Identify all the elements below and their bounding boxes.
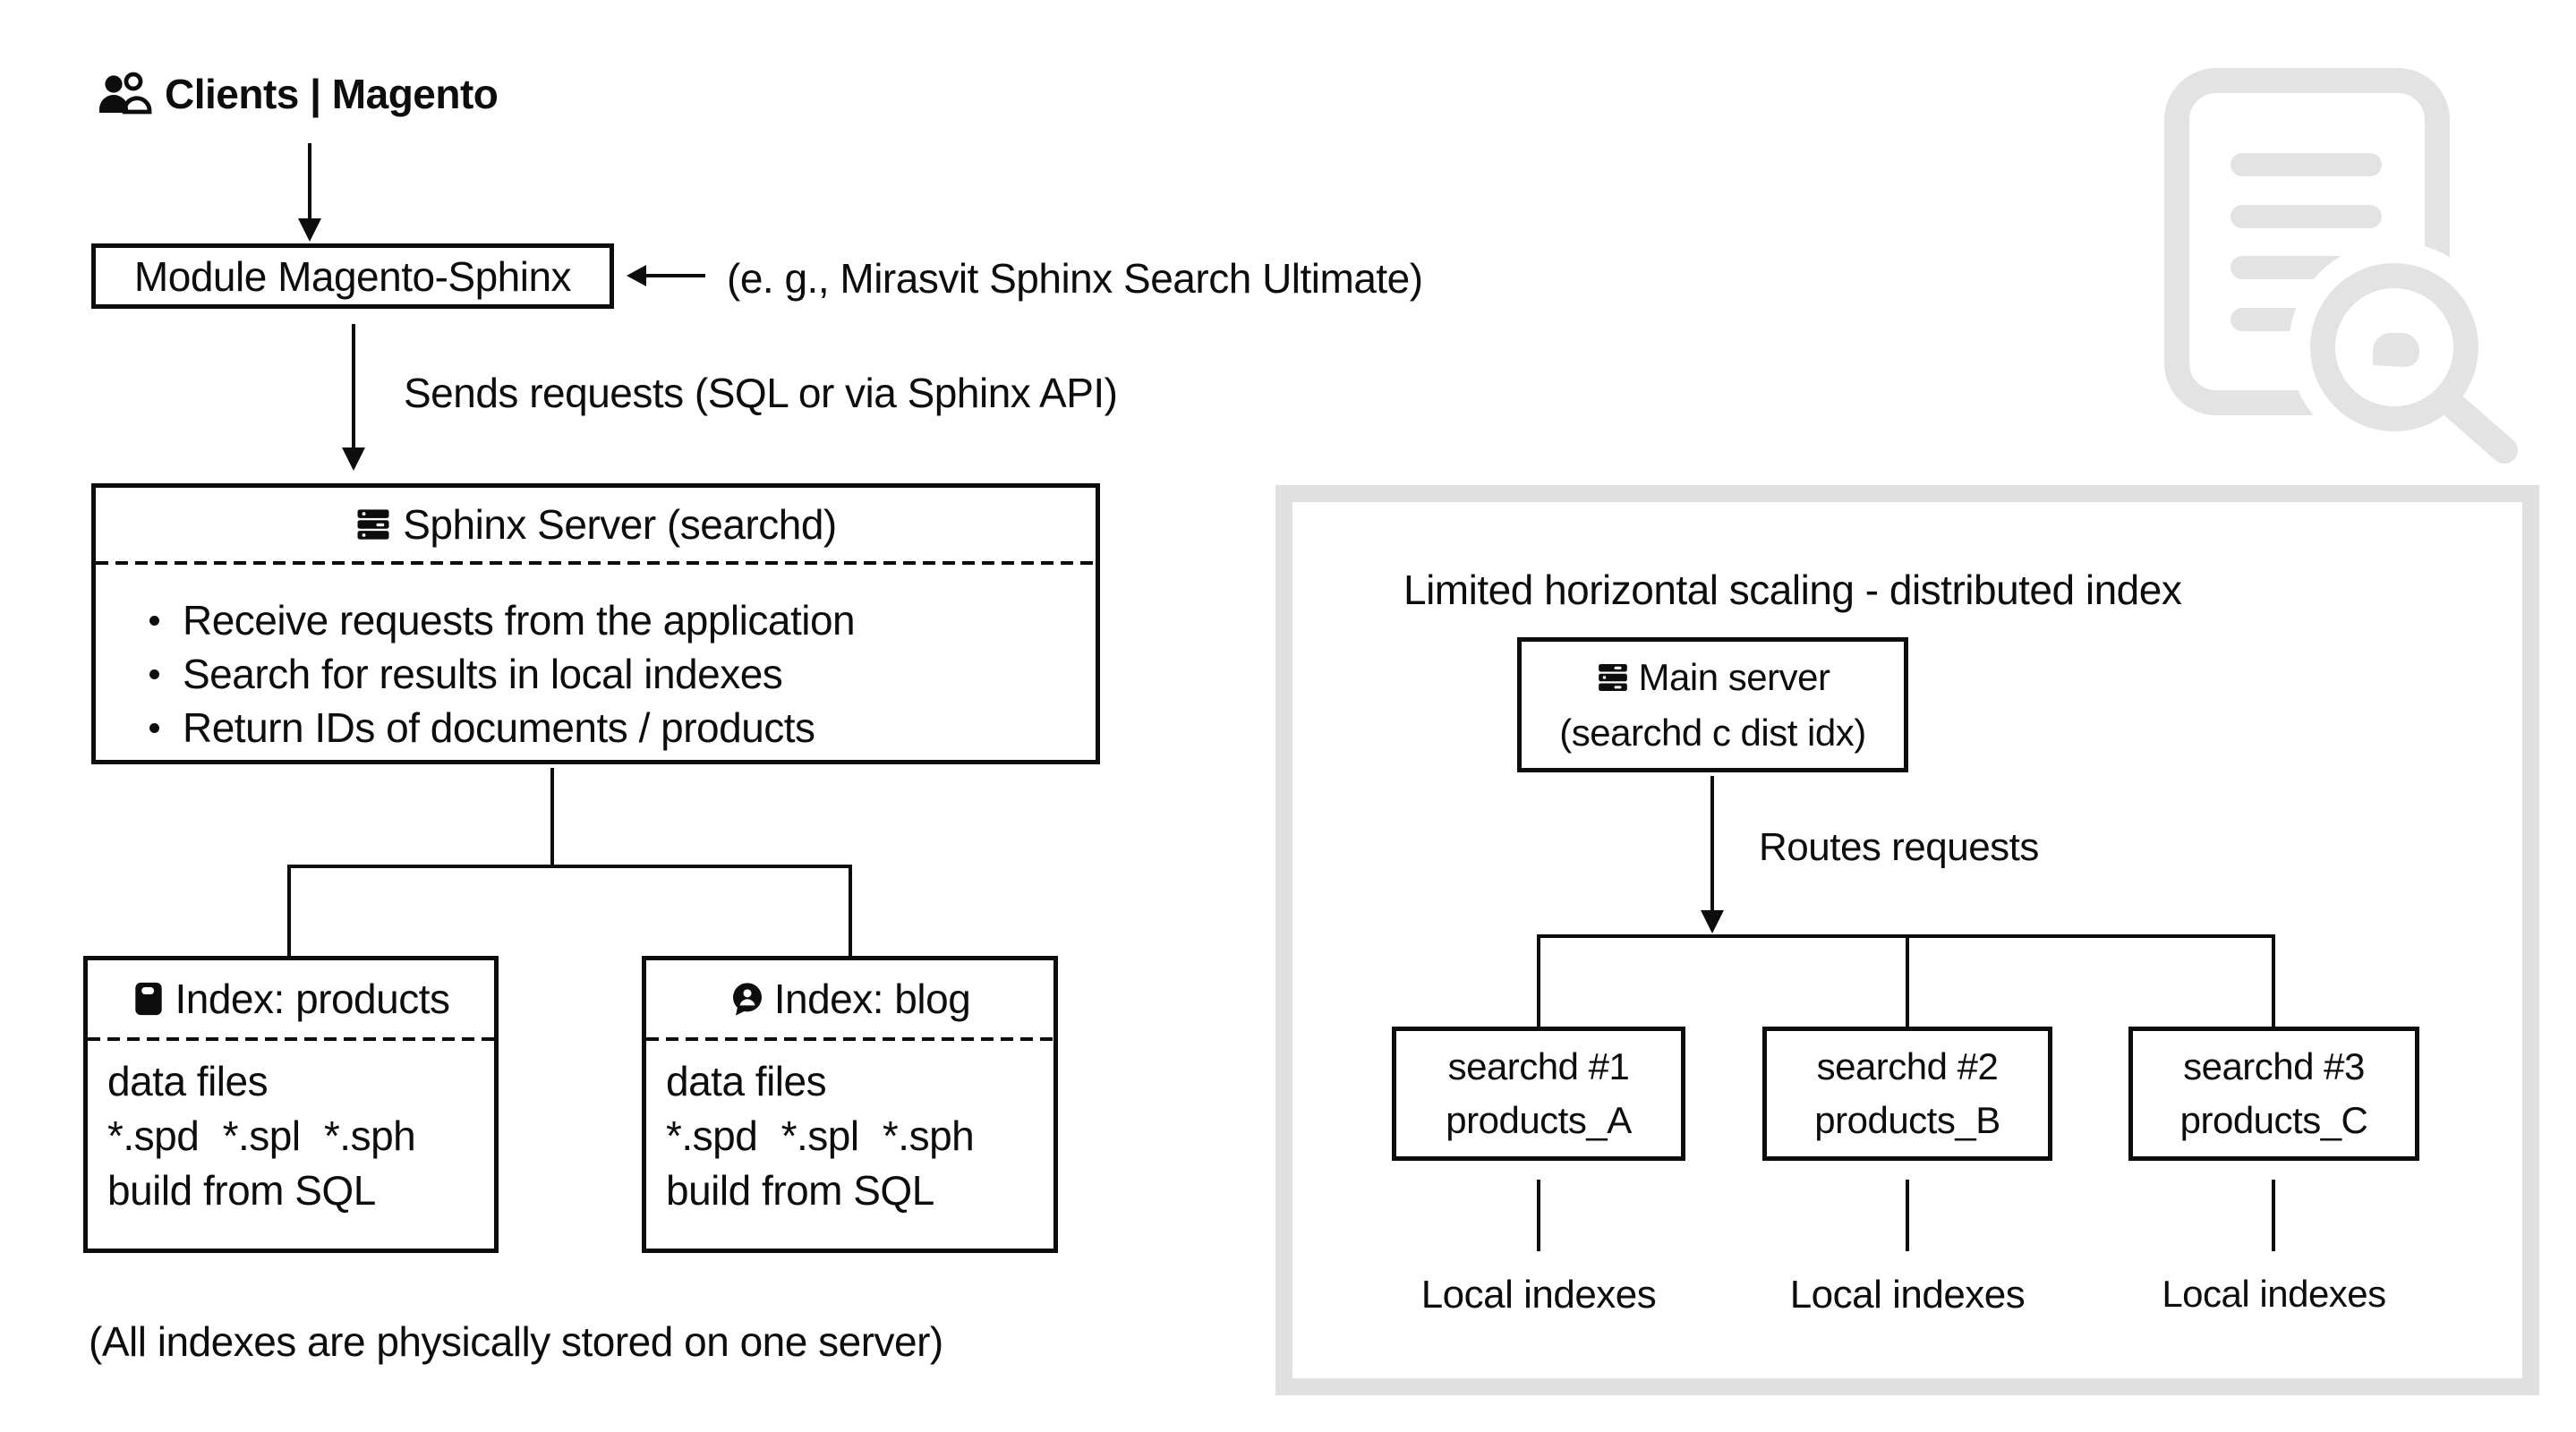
connector-main-stem <box>1710 776 1714 912</box>
index-blog-build: build from SQL <box>666 1166 934 1214</box>
index-blog-files: *.spd *.spl *.sph <box>666 1112 975 1159</box>
main-server-box: Main server (searchd c dist idx) <box>1517 637 1908 772</box>
bullet-text: Return IDs of documents / products <box>183 704 815 751</box>
sphinx-server-title: Sphinx Server (searchd) <box>403 501 837 548</box>
node-1-line2: products_A <box>1446 1099 1632 1141</box>
module-magento-sphinx-box: Module Magento-Sphinx <box>91 243 614 309</box>
sphinx-bullet-list: Receive requests from the application Se… <box>139 593 856 754</box>
bullet-text: Receive requests from the application <box>183 597 856 644</box>
searchd-node-3-box: searchd #3 products_C <box>2128 1027 2419 1161</box>
one-server-caption: (All indexes are physically stored on on… <box>89 1318 943 1365</box>
index-products-box: Index: products data files *.spd *.spl *… <box>83 956 499 1253</box>
index-blog-files-label: data files <box>666 1057 827 1104</box>
local-indexes-label-2: Local indexes <box>1789 1273 2026 1317</box>
node-1-line1: searchd #1 <box>1447 1045 1630 1087</box>
connector-to-node-3 <box>2272 934 2275 1027</box>
sphinx-server-box: Sphinx Server (searchd) Receive requests… <box>91 483 1100 764</box>
index-products-files-label: data files <box>107 1057 269 1104</box>
index-products-divider <box>88 1037 494 1041</box>
clients-header: Clients | Magento <box>97 70 499 118</box>
connector-to-node-2 <box>1906 934 1909 1027</box>
document-search-watermark-icon <box>2153 55 2529 472</box>
index-blog-divider <box>646 1037 1053 1041</box>
bullet-item: Return IDs of documents / products <box>139 701 855 754</box>
main-server-line1: Main server <box>1638 655 1830 698</box>
index-products-files: *.spd *.spl *.sph <box>107 1112 416 1159</box>
arrowhead-clients-to-module <box>298 218 321 242</box>
searchd-node-1-box: searchd #1 products_A <box>1392 1027 1685 1161</box>
node-3-line1: searchd #3 <box>2183 1045 2365 1087</box>
local-indexes-label-3: Local indexes <box>2162 1273 2386 1315</box>
annotation-arrowhead <box>627 265 646 286</box>
searchd-node-2-box: searchd #2 products_B <box>1762 1027 2052 1161</box>
index-products-build: build from SQL <box>107 1166 376 1214</box>
bullet-dot <box>149 722 159 733</box>
clients-people-icon <box>97 71 154 117</box>
connector-clients-to-module <box>308 143 311 222</box>
module-box-label: Module Magento-Sphinx <box>133 252 572 300</box>
connector-index-crossbar <box>287 865 852 868</box>
sphinx-box-divider <box>96 561 1096 565</box>
bullet-dot <box>149 615 159 626</box>
connector-to-node-1 <box>1537 934 1540 1027</box>
connector-sphinx-stem <box>550 768 554 866</box>
notebook-icon <box>132 980 166 1018</box>
bullet-item: Receive requests from the application <box>139 593 856 647</box>
server-stack-icon <box>1596 661 1630 695</box>
bullet-item: Search for results in local indexes <box>139 647 855 701</box>
module-annotation: (e. g., Mirasvit Sphinx Search Ultimate) <box>727 255 1423 302</box>
index-blog-box: Index: blog data files *.spd *.spl *.sph… <box>642 956 1058 1253</box>
bullet-dot <box>149 669 159 679</box>
local-indexes-label-1: Local indexes <box>1420 1273 1657 1317</box>
connector-node-2-local <box>1906 1180 1909 1251</box>
node-2-line2: products_B <box>1814 1099 2000 1141</box>
routes-requests-label: Routes requests <box>1759 825 2039 869</box>
connector-node-3-local <box>2272 1180 2275 1251</box>
arrowhead-module-to-sphinx <box>342 448 365 471</box>
clients-header-label: Clients | Magento <box>165 71 499 117</box>
index-blog-title: Index: blog <box>773 976 971 1022</box>
connector-to-products <box>287 865 291 956</box>
index-products-title: Index: products <box>175 976 450 1022</box>
node-2-line1: searchd #2 <box>1816 1045 1999 1087</box>
arrowhead-main-stem <box>1701 910 1724 933</box>
connector-node-1-local <box>1537 1180 1540 1251</box>
distributed-panel-title: Limited horizontal scaling - distributed… <box>1403 567 2182 613</box>
sends-requests-label: Sends requests (SQL or via Sphinx API) <box>404 370 1118 416</box>
connector-to-blog <box>849 865 852 956</box>
annotation-arrow-line <box>643 274 705 277</box>
main-server-line2: (searchd c dist idx) <box>1559 711 1866 754</box>
server-stack-icon <box>354 506 392 543</box>
connector-module-to-sphinx <box>352 324 355 451</box>
bullet-text: Search for results in local indexes <box>183 651 783 697</box>
node-3-line2: products_C <box>2179 1099 2368 1141</box>
chat-person-icon <box>729 981 765 1017</box>
